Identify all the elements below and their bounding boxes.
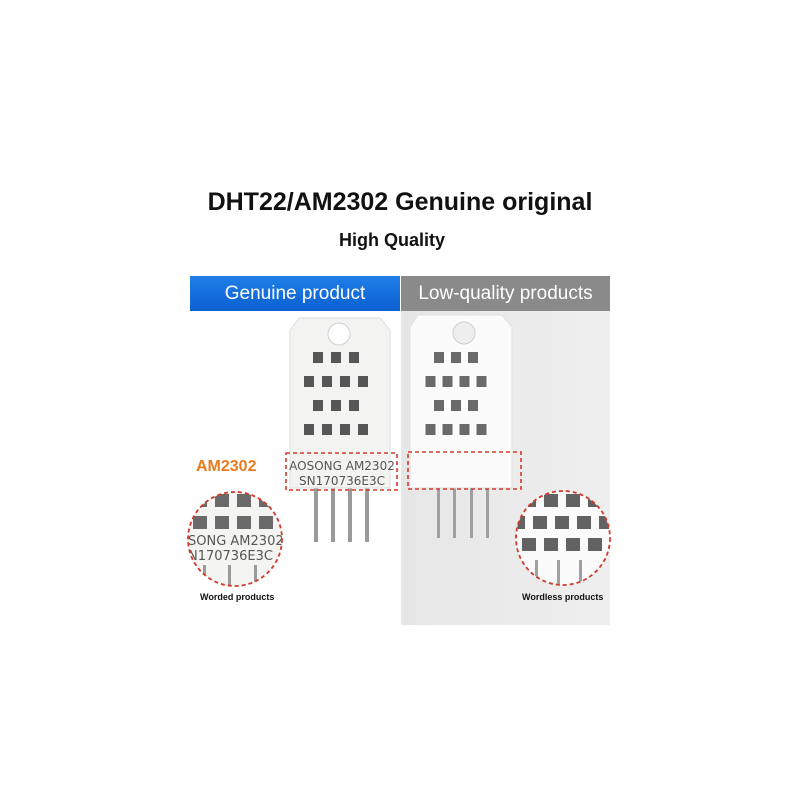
genuine-marking-line2: SN170736E3C [299,474,385,488]
low-quality-sensor-pins [437,488,489,538]
genuine-zoom-line1: SONG AM2302 [188,534,284,549]
vent-hole [544,494,558,507]
vent-hole [588,538,602,551]
vent-hole [193,494,207,507]
model-label: AM2302 [196,458,257,475]
vent-hole [425,424,436,435]
vent-hole [516,516,525,529]
genuine-mounting-hole [327,322,351,346]
vent-hole [476,376,487,387]
genuine-marking-highlight [285,452,398,491]
page-title: DHT22/AM2302 Genuine original [207,188,593,216]
genuine-marking-line1: AOSONG AM2302 [289,459,395,473]
vent-hole [451,352,461,363]
vent-hole [313,400,323,411]
worded-products-caption: Worded products [200,592,275,602]
vent-hole [544,538,558,551]
vent-hole [349,352,359,363]
vent-hole [340,424,350,435]
vent-hole [577,516,591,529]
vent-hole [304,424,314,435]
genuine-zoom-circle: SONG AM2302 N170736E3C [187,491,284,587]
vent-hole [451,400,461,411]
page-subtitle: High Quality [0,230,800,251]
subtitle-text: High Quality [338,230,445,250]
vent-hole [259,516,273,529]
low-quality-vent-grid [425,352,487,435]
vent-hole [555,516,569,529]
vent-hole [566,538,580,551]
genuine-sensor-pins [314,488,369,542]
genuine-zoom-line2: N170736E3C [188,549,273,564]
vent-hole [468,352,478,363]
vent-hole [459,424,470,435]
vent-hole [358,424,368,435]
vent-hole [358,376,368,387]
low-quality-sensor [407,314,522,538]
low-quality-header: Low-quality products [401,276,610,311]
vent-hole [468,400,478,411]
vent-hole [588,494,602,507]
vent-hole [193,516,207,529]
vent-hole [533,516,547,529]
genuine-product-header: Genuine product [190,276,400,311]
vent-hole [599,516,610,529]
vent-hole [442,376,453,387]
vent-hole [331,352,341,363]
vent-hole [476,424,487,435]
vent-hole [331,400,341,411]
vent-hole [522,538,536,551]
vent-hole [434,352,444,363]
low-quality-zoom-circle [515,490,611,586]
vent-hole [434,400,444,411]
vent-hole [322,424,332,435]
genuine-sensor: AOSONG AM2302 SN170736E3C [285,317,398,542]
genuine-vent-grid [304,352,368,435]
vent-hole [304,376,314,387]
vent-hole [313,352,323,363]
genuine-marking: AOSONG AM2302 SN170736E3C [289,459,395,488]
vent-hole [322,376,332,387]
vent-hole [259,494,273,507]
vent-hole [237,516,251,529]
vent-hole [459,376,470,387]
low-quality-marking-highlight [407,451,522,490]
low-quality-zoom-vents [516,494,610,551]
vent-hole [349,400,359,411]
vent-hole [237,494,251,507]
vent-hole [215,494,229,507]
wordless-products-caption: Wordless products [522,592,604,602]
vent-hole [215,516,229,529]
vent-hole [340,376,350,387]
vent-hole [442,424,453,435]
vent-hole [425,376,436,387]
vent-hole [566,494,580,507]
low-quality-mounting-hole [452,321,476,345]
